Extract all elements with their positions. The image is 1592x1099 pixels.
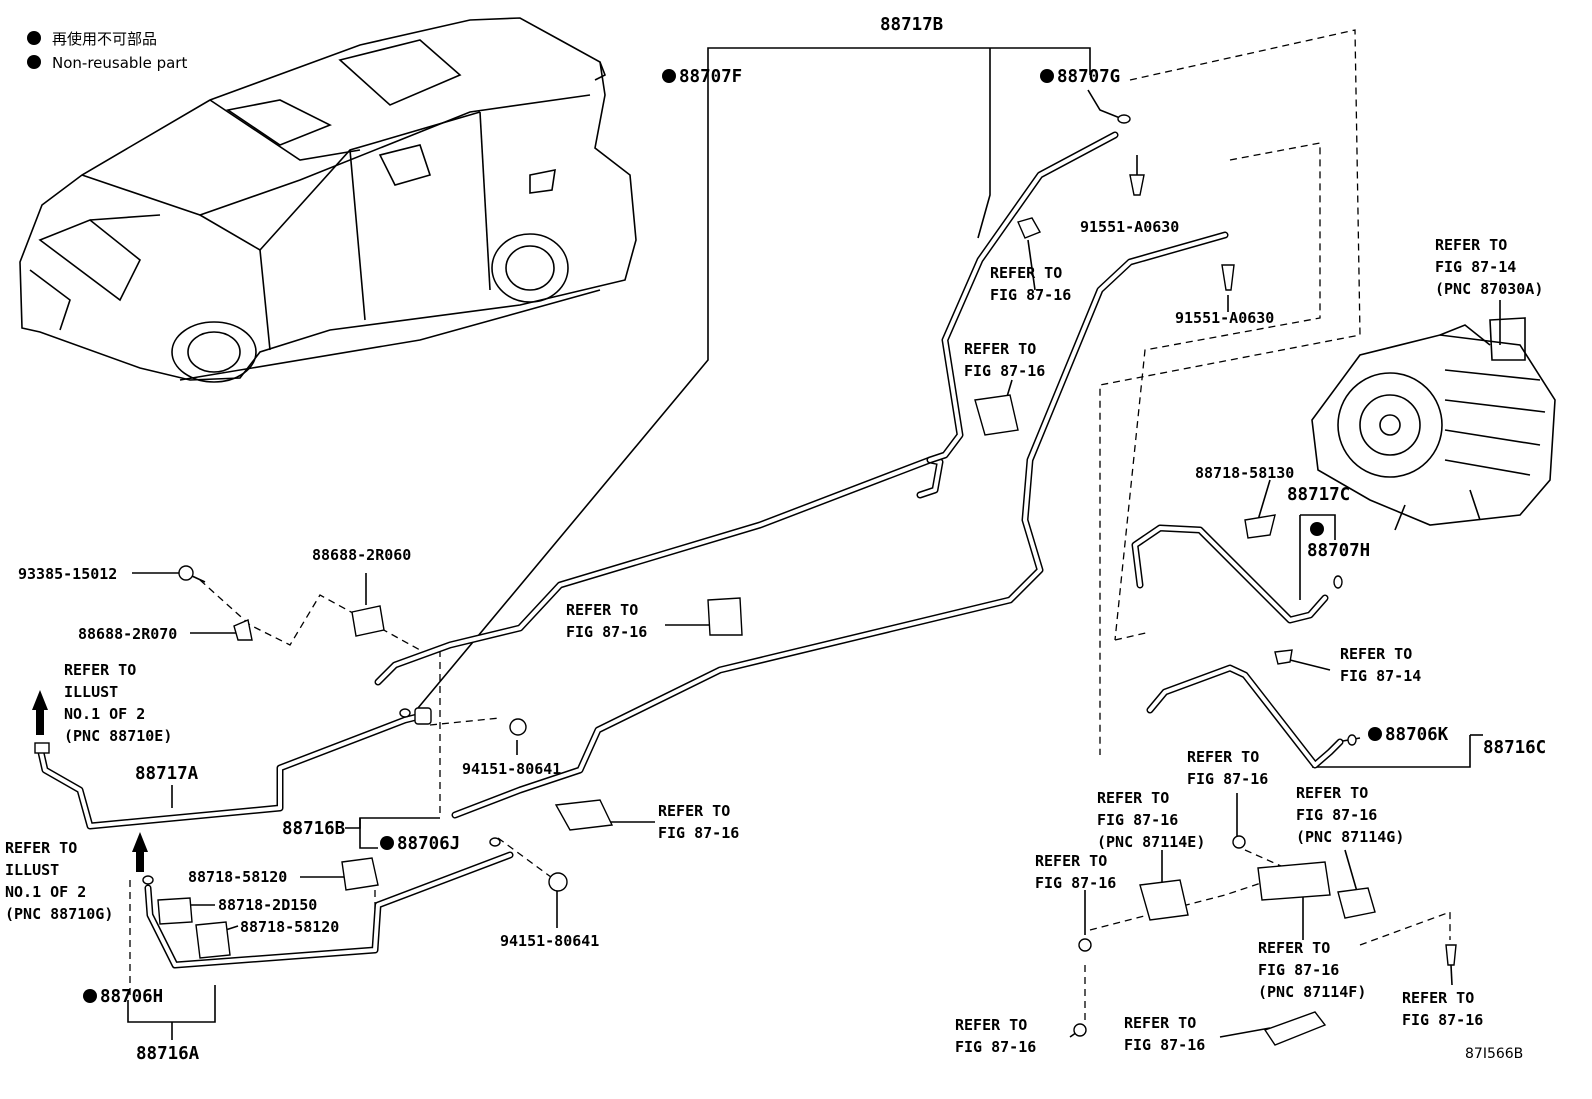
up-arrow-icon (132, 832, 148, 872)
label-91551-A0630-a: 91551-A0630 (1080, 218, 1179, 236)
sensor-icon (1257, 861, 1331, 901)
bolt-icon (1078, 938, 1092, 952)
clip-icon (1017, 217, 1042, 239)
label-88717B: 88717B (880, 15, 943, 35)
ref-illust-88710G: REFER TO ILLUST NO.1 OF 2 (PNC 88710G) (5, 839, 113, 923)
ref-fig-87-16-pnc-87114G: REFER TO FIG 87-16 (PNC 87114G) (1296, 784, 1404, 846)
bolt-icon (1221, 264, 1235, 291)
pipe-fitting-icon (34, 742, 50, 754)
seal-gasket-icon (1263, 1011, 1327, 1046)
vehicle-illustration (19, 17, 637, 383)
bolt-icon (1445, 944, 1457, 966)
o-ring-icon (142, 875, 154, 885)
ref-fig-87-14: REFER TO FIG 87-14 (1340, 645, 1421, 685)
ref-illust-88710E: REFER TO ILLUST NO.1 OF 2 (PNC 88710E) (64, 661, 172, 745)
ref-fig-87-16-mid1: REFER TO FIG 87-16 (566, 601, 647, 641)
non-reusable-marker-icon (380, 836, 394, 850)
legend-text-en: Non-reusable part (52, 54, 187, 72)
direction-arrows (32, 690, 148, 872)
ref-fig-87-16-mid2: REFER TO FIG 87-16 (658, 802, 739, 842)
label-94151-80641-b: 94151-80641 (500, 932, 599, 950)
label-88688-2R060: 88688-2R060 (312, 546, 411, 564)
label-88718-58130: 88718-58130 (1195, 464, 1294, 482)
clamp-icon (707, 597, 743, 636)
bracket-icon (233, 619, 253, 641)
up-arrow-icon (32, 690, 48, 735)
label-88707H: 88707H (1307, 541, 1370, 561)
part-labels: 88717B 88707F 88707G 91551-A0630 91551-A… (5, 15, 1546, 1064)
bolt-icon (1232, 835, 1246, 849)
o-ring-icon (1347, 734, 1357, 746)
label-88706J: 88706J (397, 834, 460, 854)
ref-fig-87-16-br1: REFER TO FIG 87-16 (1035, 852, 1116, 892)
non-reusable-markers (83, 69, 1382, 1003)
pipes (36, 131, 1344, 969)
non-reusable-marker-icon (1310, 522, 1324, 536)
ref-fig-87-16-pnc-87114E: REFER TO FIG 87-16 (PNC 87114E) (1097, 789, 1205, 851)
clamp-icon (974, 394, 1019, 436)
ref-fig-87-16-br7: REFER TO FIG 87-16 (955, 1016, 1036, 1056)
figure-id: 87I566B (1465, 1046, 1523, 1062)
non-reusable-marker-icon (1368, 727, 1382, 741)
clip-icon (1244, 514, 1276, 539)
label-88716B: 88716B (282, 819, 345, 839)
label-88718-58120-a: 88718-58120 (188, 868, 287, 886)
label-94151-80641-a: 94151-80641 (462, 760, 561, 778)
hvac-unit-illustration (1311, 317, 1556, 526)
o-ring-icon (1333, 575, 1343, 589)
bolt-icon (1129, 174, 1145, 196)
sensor-icon (1139, 879, 1189, 921)
label-88688-2R070: 88688-2R070 (78, 625, 177, 643)
clamp-grommet-icon (509, 718, 527, 736)
non-reusable-marker-icon (1040, 69, 1054, 83)
small-parts (34, 114, 1457, 1046)
ref-fig-87-14-unit: REFER TO FIG 87-14 (PNC 87030A) (1435, 236, 1543, 298)
legend-text-ja: 再使用不可部品 (52, 30, 157, 48)
o-ring-icon (489, 837, 501, 847)
label-88717A: 88717A (135, 764, 199, 784)
bracket-icon (351, 605, 385, 637)
label-88718-58120-b: 88718-58120 (240, 918, 339, 936)
sensor-icon (1337, 887, 1376, 919)
clamp-icon (341, 857, 379, 891)
o-ring-icon (1117, 114, 1131, 124)
non-reusable-marker-icon (27, 31, 41, 45)
clamp-icon (195, 921, 231, 959)
non-reusable-marker-icon (662, 69, 676, 83)
label-88716A: 88716A (136, 1044, 200, 1064)
bolt-icon (1073, 1023, 1087, 1037)
pipe-fitting-icon (414, 707, 432, 725)
bolt-icon (178, 565, 194, 581)
o-ring-icon (399, 708, 411, 718)
ref-fig-87-16-top1: REFER TO FIG 87-16 (990, 264, 1071, 304)
clamp-icon (554, 799, 614, 831)
legend: 再使用不可部品 Non-reusable part (27, 30, 187, 72)
clamp-grommet-icon (548, 872, 568, 892)
label-88706K: 88706K (1385, 725, 1449, 745)
label-88706H: 88706H (100, 987, 163, 1007)
label-88718-2D150: 88718-2D150 (218, 896, 317, 914)
label-88717C: 88717C (1287, 485, 1350, 505)
non-reusable-marker-icon (27, 55, 41, 69)
ref-fig-87-16-top2: REFER TO FIG 87-16 (964, 340, 1045, 380)
ref-fig-87-16-pnc-87114F: REFER TO FIG 87-16 (PNC 87114F) (1258, 939, 1366, 1001)
ref-fig-87-16-br6: REFER TO FIG 87-16 (1402, 989, 1483, 1029)
clamp-icon (157, 897, 193, 925)
label-88707G: 88707G (1057, 67, 1120, 87)
ref-fig-87-16-br8: REFER TO FIG 87-16 (1124, 1014, 1205, 1054)
label-88707F: 88707F (679, 67, 742, 87)
label-91551-A0630-b: 91551-A0630 (1175, 309, 1274, 327)
label-93385-15012: 93385-15012 (18, 565, 117, 583)
bolt-icon (1274, 649, 1293, 665)
label-88716C: 88716C (1483, 738, 1546, 758)
ref-fig-87-16-br4: REFER TO FIG 87-16 (1187, 748, 1268, 788)
non-reusable-marker-icon (83, 989, 97, 1003)
